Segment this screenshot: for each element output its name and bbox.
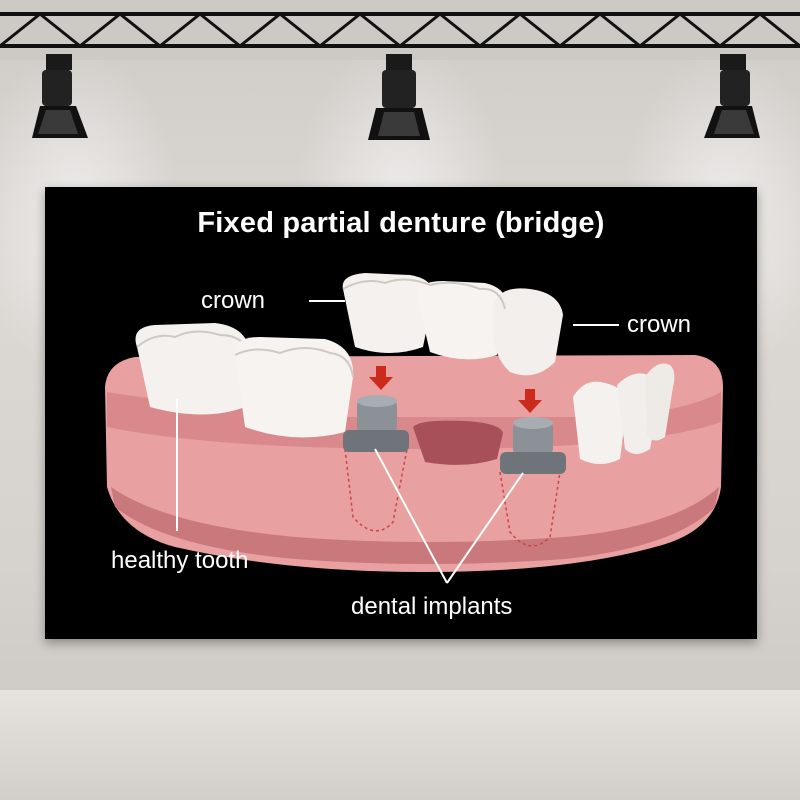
spotlight-icon (704, 54, 760, 138)
implant-abutment-left (343, 395, 409, 452)
ceiling-truss (0, 0, 800, 60)
bridge-illustration (105, 273, 723, 584)
front-tooth-1 (573, 381, 627, 464)
poster: Fixed partial denture (bridge) (45, 187, 757, 639)
gum-lower-shadow (111, 487, 719, 564)
label-dental-implants: dental implants (351, 593, 513, 620)
spotlight-icon (368, 54, 430, 140)
down-arrow-icon (518, 389, 542, 413)
gum-top-rim (107, 392, 721, 449)
leader-implant-right (446, 472, 524, 584)
front-tooth-3 (645, 363, 675, 441)
healthy-tooth-2 (234, 337, 354, 438)
healthy-tooth-1 (135, 323, 250, 415)
healthy-tooth-1-top (136, 330, 251, 358)
label-healthy-tooth: healthy tooth (111, 547, 249, 574)
bridge-crown-1 (342, 273, 434, 353)
leader-implant-left (374, 448, 448, 584)
down-arrow-icon (369, 366, 393, 390)
spotlight-icon (32, 54, 88, 138)
bridge-crown-3 (493, 288, 563, 376)
bridge-crown-top (342, 278, 506, 310)
bridge-crown-2 (417, 281, 506, 360)
poster-title: Fixed partial denture (bridge) (197, 207, 605, 239)
gum-socket (413, 420, 503, 465)
floor (0, 690, 800, 800)
label-crown-left: crown (201, 287, 266, 314)
implant-root-right (499, 471, 561, 547)
implant-root-left (344, 448, 408, 532)
label-crown-right: crown (627, 311, 692, 338)
implant-abutment-right (500, 417, 566, 474)
healthy-tooth-2-top (234, 347, 354, 378)
